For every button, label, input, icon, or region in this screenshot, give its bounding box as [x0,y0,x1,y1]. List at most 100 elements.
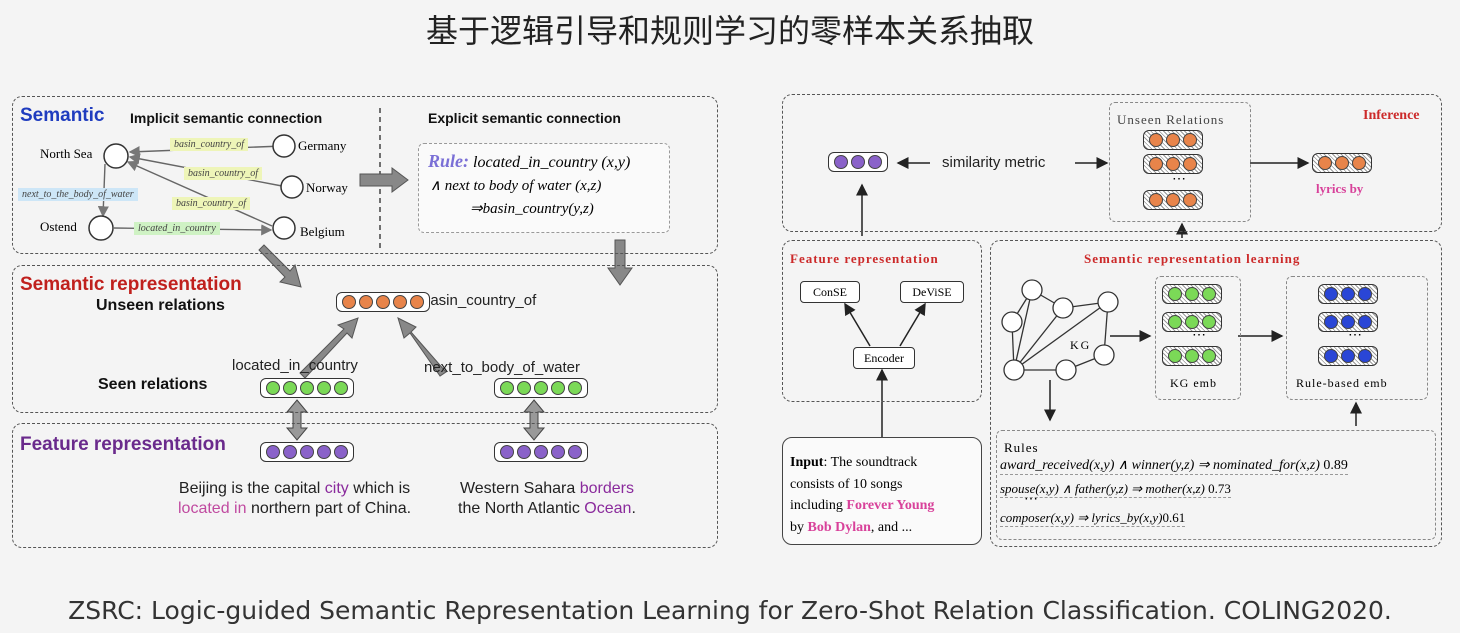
vector-dot [1149,157,1163,171]
vector-dot [551,381,565,395]
rule-emb-label: Rule-based emb [1296,376,1388,390]
edge-label-located-in: located_in_country [134,222,220,235]
edge-label-next-to-water: next_to_the_body_of_water [18,188,138,201]
vector-rule-1 [1318,284,1378,304]
vector-dot [551,445,565,459]
vector-dot [1324,349,1338,363]
seen-relations-label: Seen relations [98,376,208,393]
vector-dot [342,295,356,309]
vector-dot [1149,133,1163,147]
vector-dot [1202,287,1216,301]
vector-dot [1166,157,1180,171]
vector-unseen-1 [1143,130,1203,150]
input-box [782,437,982,545]
vector-dot [868,155,882,169]
vector-dot [517,445,531,459]
vector-dot [568,381,582,395]
kg-emb-label: KG emb [1170,376,1217,390]
vector-dot [534,381,548,395]
vector-dot [500,381,514,395]
vector-dot [1324,315,1338,329]
vector-input-feature [828,152,888,172]
inference-panel [782,94,1442,232]
vector-rule-2 [1318,312,1378,332]
page-title: 基于逻辑引导和规则学习的零样本关系抽取 [425,12,1034,50]
vector-dot [1166,133,1180,147]
vector-kg-1 [1162,284,1222,304]
located-in-country-label: located_in_country [232,357,358,374]
encoder-node: Encoder [853,347,915,369]
entity-ostend: Ostend [40,219,77,234]
vector-next-to-body [494,378,588,398]
semantic-panel [12,96,718,254]
entity-north-sea: North Sea [40,146,93,161]
vector-dot [266,381,280,395]
input-text: Input: The soundtrack consists of 10 son… [790,455,935,535]
vector-dot [283,445,297,459]
edge-label-basin-1: basin_country_of [170,138,248,151]
vector-unseen-2 [1143,154,1203,174]
sentence-2: Western Sahara borders the North Atlanti… [458,480,636,517]
rule-line-3: ⇒basin_country(y,z) [470,201,594,217]
explicit-label: Explicit semantic connection [428,110,621,126]
vector-dot [1149,193,1163,207]
entity-germany: Germany [298,138,347,153]
vector-dot [1202,315,1216,329]
unseen-relations-label: Unseen relations [96,297,225,314]
vector-dot [300,445,314,459]
inference-label: Inference [1363,108,1420,123]
vector-dot [1341,315,1355,329]
kg-nodes-left [88,134,304,241]
vector-dot [534,445,548,459]
vector-basin-country [336,292,430,312]
rules-label: Rules [1004,440,1039,455]
vector-dot [317,381,331,395]
semantic-representation-label: Semantic representation [20,274,242,295]
vector-dot [1183,193,1197,207]
vector-dot [1358,315,1372,329]
vector-dot [1168,315,1182,329]
vector-dot [1335,156,1349,170]
edge-label-basin-2: basin_country_of [184,167,262,180]
vector-dot [283,381,297,395]
rule-1: award_received(x,y) ∧ winner(y,z) ⇒ nomi… [1000,458,1348,475]
feature-representation-panel [12,423,718,548]
basin-country-label: basin_country_of [422,292,537,309]
vector-dot [334,445,348,459]
vector-dot [1183,133,1197,147]
predicted-relation-label: lyrics by [1316,181,1364,196]
vector-dot [1166,193,1180,207]
sentence-1: Beijing is the capital city which is loc… [178,480,412,517]
rule-line-1: Rule: located_in_country (x,y) [428,151,631,171]
edge-label-basin-3: basin_country_of [172,197,250,210]
vector-dot [1358,349,1372,363]
implicit-label: Implicit semantic connection [130,110,323,126]
semantic-label: Semantic [20,105,105,126]
vector-dot [393,295,407,309]
vector-dot [1185,315,1199,329]
kg-label: KG [1070,338,1092,352]
vector-dot [1185,349,1199,363]
feature-representation-label: Feature representation [20,434,226,455]
vector-dot [1183,157,1197,171]
vector-dot [517,381,531,395]
vector-dot [376,295,390,309]
vector-dot [1341,349,1355,363]
next-to-body-label: next_to_body_of_water [424,359,580,376]
vector-dot [317,445,331,459]
caption: ZSRC: Logic-guided Semantic Representati… [68,596,1392,625]
vector-dot [410,295,424,309]
rule-box [418,143,670,233]
entity-belgium: Belgium [300,224,345,239]
vector-dot [568,445,582,459]
entity-norway: Norway [306,180,348,195]
vector-dot [300,381,314,395]
vector-dot [1168,287,1182,301]
rules-box [996,430,1436,540]
vector-predicted [1312,153,1372,173]
vector-dot [266,445,280,459]
vector-dot [359,295,373,309]
conse-node: ConSE [800,281,860,303]
vector-dot [1185,287,1199,301]
vector-unseen-3 [1143,190,1203,210]
